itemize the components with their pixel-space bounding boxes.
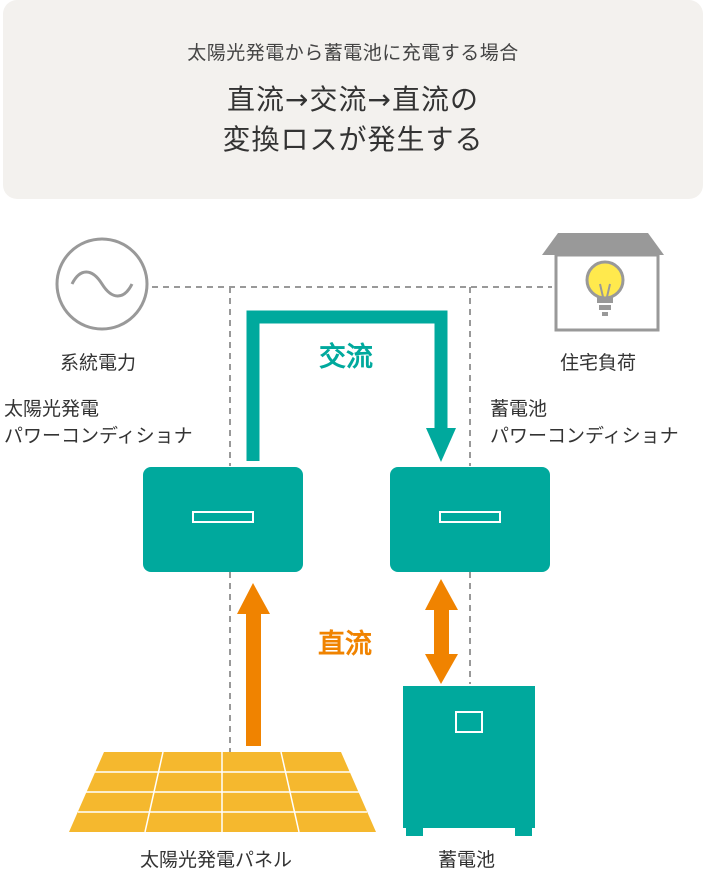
pv-pcs-label-line1: 太陽光発電 [4,398,100,420]
pv-pcs-label-line2: パワーコンディショナ [4,425,193,447]
batt-pcs-label-line2: パワーコンディショナ [490,425,679,447]
header-title: 直流→交流→直流の 変換ロスが発生する [3,80,703,160]
ac-flow-label: 交流 [319,342,373,373]
pv-pcs-unit [143,467,303,572]
batt-pcs-label-line1: 蓄電池 [490,398,548,420]
house-load-label: 住宅負荷 [560,352,637,374]
dc-bidirectional-arrow [425,579,458,684]
dc-up-arrow [237,583,270,746]
battery-unit [403,686,535,836]
batt-pcs-unit [390,467,550,572]
batt-pcs-label: 蓄電池 パワーコンディショナ [490,396,679,450]
header-box: 太陽光発電から蓄電池に充電する場合 直流→交流→直流の 変換ロスが発生する [3,0,703,199]
ac-wave-icon [55,237,149,331]
header-subtitle: 太陽光発電から蓄電池に充電する場合 [187,42,519,64]
wiring-lines [152,286,552,752]
ac-flow-arrow [246,310,456,462]
lightbulb-icon [585,260,625,316]
pv-pcs-label: 太陽光発電 パワーコンディショナ [4,396,193,450]
solar-panel [69,751,376,833]
header-title-line1: 直流→交流→直流の [227,83,479,116]
battery-label: 蓄電池 [438,849,496,871]
grid-label: 系統電力 [60,352,137,374]
header-title-line2: 変換ロスが発生する [222,123,484,156]
solar-panel-label: 太陽光発電パネル [140,849,293,871]
dc-flow-label: 直流 [318,629,372,660]
